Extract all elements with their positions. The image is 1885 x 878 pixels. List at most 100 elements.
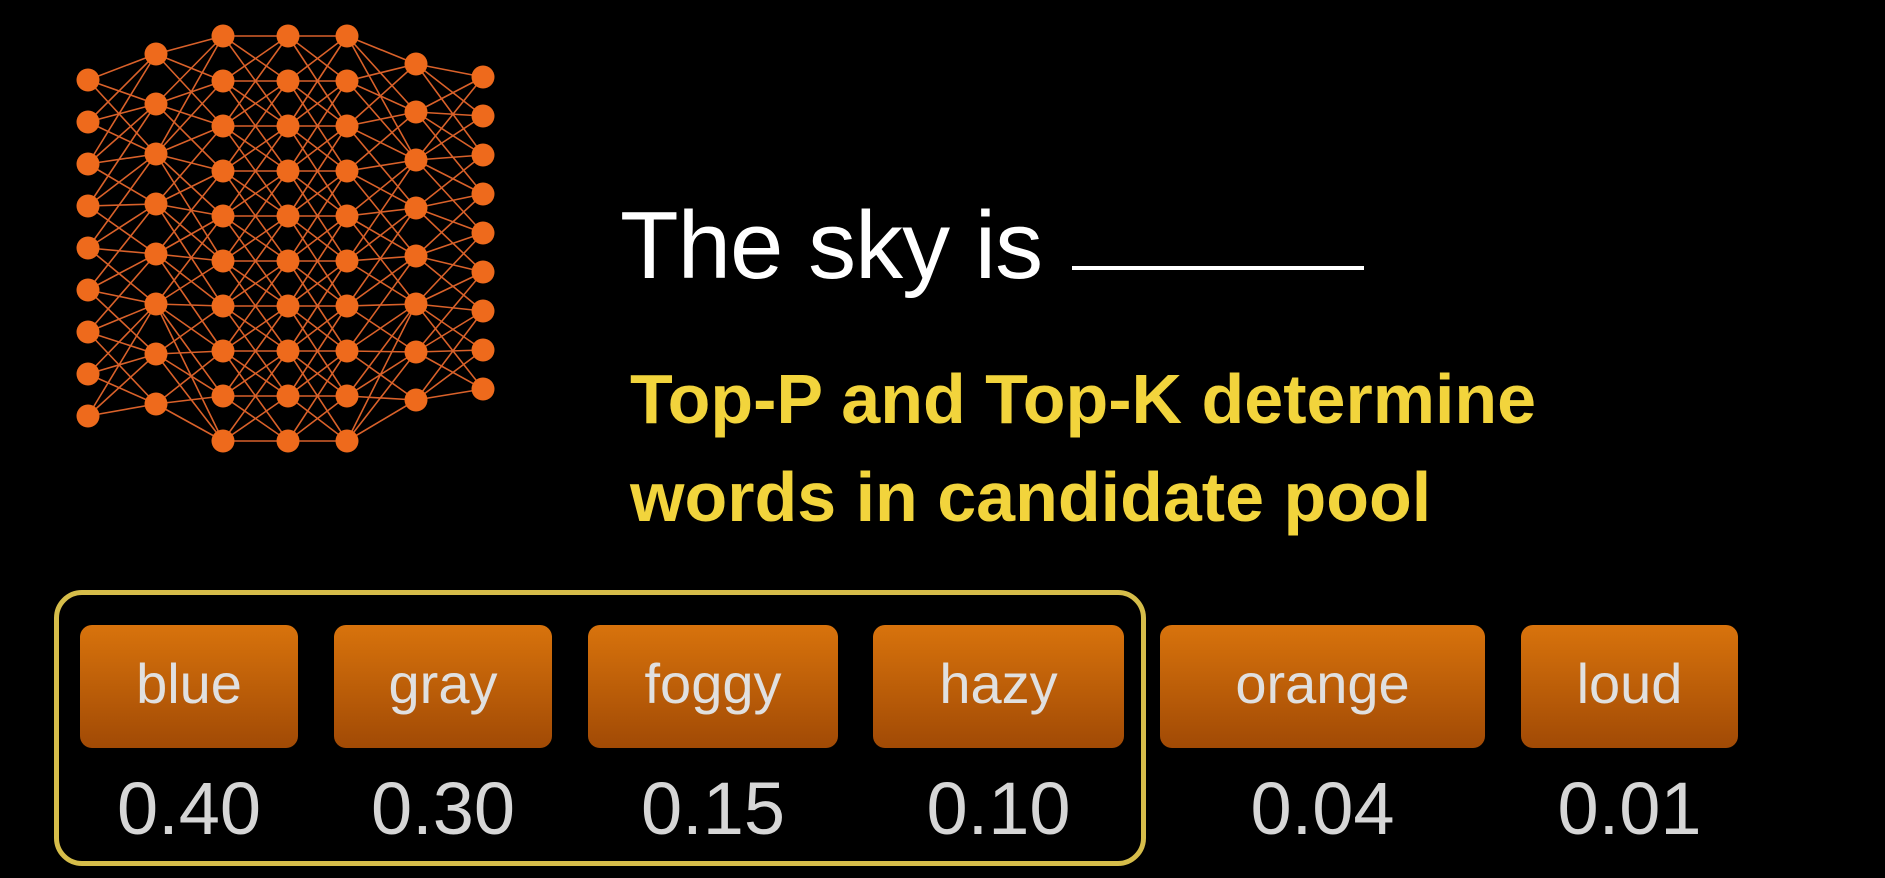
network-edge [155,253,224,352]
network-node [276,24,300,48]
network-edge [346,170,417,257]
network-edge [346,125,417,161]
network-edge [346,350,417,401]
network-edge [155,353,224,397]
network-edge [155,80,224,155]
network-edge [415,351,484,390]
network-edge [87,163,157,205]
network-edge [155,215,224,255]
network-nodes [76,24,495,453]
network-edge [155,125,224,155]
network-edge [87,153,157,207]
network-edge [287,350,348,442]
network-edge [287,215,348,262]
network-node [471,143,495,167]
network-edge [287,260,348,307]
network-edge [415,115,484,161]
network-node [335,339,359,363]
network-edge [87,253,157,333]
network-edge [287,350,348,397]
network-edge [346,35,417,161]
network-edge [87,247,157,305]
network-node [211,69,235,93]
network-edge [415,310,484,353]
network-edge [346,305,417,353]
network-edge [346,207,417,217]
network-node [404,52,428,76]
network-node [276,69,300,93]
network-edge [287,215,348,307]
network-node [76,194,100,218]
network-edge [415,76,484,113]
network-edge [222,80,289,172]
network-node [471,65,495,89]
network-edge [222,305,289,397]
network-node [471,299,495,323]
network-edge [287,80,348,127]
network-edge [222,350,289,397]
network-node [144,242,168,266]
network-edge [155,53,224,127]
network-node [144,192,168,216]
prob-gray: 0.30 [370,767,516,850]
word-chip-hazy: hazy [873,625,1124,748]
network-edge [346,111,417,172]
network-edge [222,125,289,172]
network-node [76,362,100,386]
network-node [276,249,300,273]
network-edge [87,53,157,165]
network-edge [346,303,417,352]
network-edge [222,170,289,262]
network-edge [415,111,484,156]
network-edge [415,207,484,273]
network-edge [287,125,348,172]
network-edge [346,111,417,127]
network-node [211,339,235,363]
prob-loud: 0.01 [1557,767,1702,850]
network-edge [87,289,157,305]
network-edge [155,260,224,305]
network-edge [415,232,484,305]
network-edge [222,260,289,307]
network-edge [287,170,348,262]
caption: Top-P and Top-K determine words in candi… [630,350,1536,546]
network-node [76,152,100,176]
network-edge [87,103,157,165]
network-node [335,384,359,408]
network-edge [415,111,484,195]
network-edge [346,351,417,442]
network-edge [346,399,417,442]
network-edge [346,303,417,307]
network-edge [287,125,348,217]
network-edge [415,76,484,161]
network-node [144,292,168,316]
network-edge [346,159,417,172]
network-edge [346,159,417,262]
network-node [211,429,235,453]
prompt-text: The sky is [620,192,1043,299]
word-chip-gray: gray [334,625,552,748]
network-node [335,114,359,138]
network-node [404,244,428,268]
network-node [471,260,495,284]
network-edge [287,35,348,127]
network-node [335,249,359,273]
network-edge [222,215,289,262]
network-edge [155,35,224,105]
network-edge [415,193,484,257]
network-edge [415,232,484,257]
caption-line-1: Top-P and Top-K determine [630,360,1537,438]
network-edge [87,121,157,155]
network-edge [346,80,417,161]
network-edge [346,350,417,353]
network-edge [87,403,157,417]
network-edge [415,271,484,305]
network-node [144,342,168,366]
word-chip-foggy: foggy [588,625,838,748]
network-edge [155,80,224,105]
network-edge [415,303,484,351]
network-edge [346,207,417,262]
network-node [144,42,168,66]
prompt-sentence: The sky is [620,198,1365,294]
network-node [335,159,359,183]
